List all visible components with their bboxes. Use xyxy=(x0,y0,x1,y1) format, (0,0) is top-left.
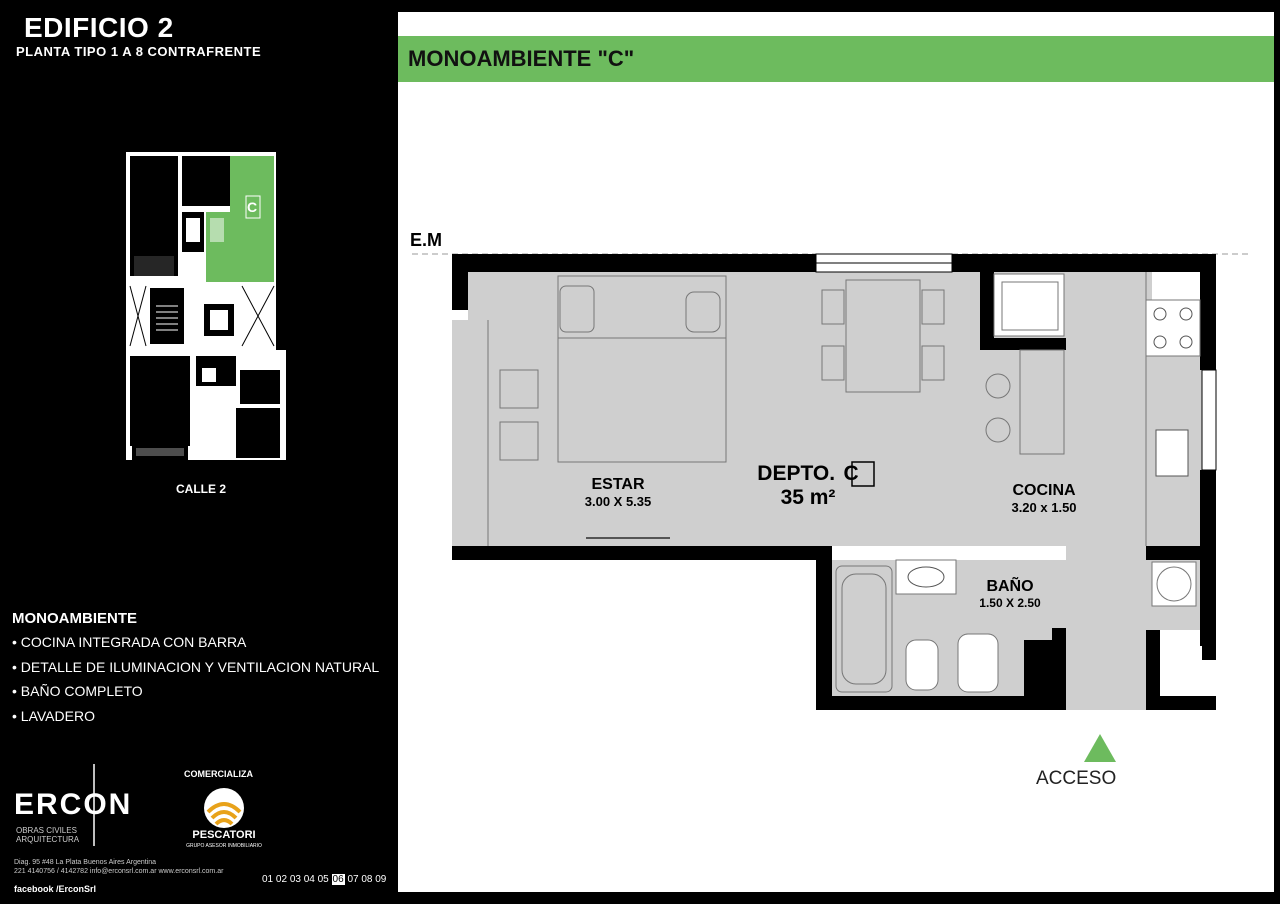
left-panel: EDIFICIO 2 PLANTA TIPO 1 A 8 CONTRAFRENT… xyxy=(6,6,396,898)
page-number[interactable]: 09 xyxy=(375,874,387,885)
room-cocina: COCINA 3.20 x 1.50 xyxy=(974,482,1114,515)
developer-subtitle: OBRAS CIVILES ARQUITECTURA xyxy=(16,826,80,844)
page-number[interactable]: 01 xyxy=(262,874,274,885)
pagination: 01 02 03 04 05 06 07 08 09 xyxy=(262,874,386,885)
feature-item: BAÑO COMPLETO xyxy=(12,683,379,708)
pescatori-name: PESCATORI xyxy=(192,829,255,841)
keyplan-unit-letter: C xyxy=(247,199,257,215)
floor-subtitle: PLANTA TIPO 1 A 8 CONTRAFRENTE xyxy=(16,44,262,59)
unit-label: DEPTO. C 35 m² xyxy=(738,462,878,510)
current-page-number[interactable]: 06 xyxy=(331,874,345,885)
em-label: E.M xyxy=(410,230,443,250)
address: Diag. 95 #48 La Plata Buenos Aires Argen… xyxy=(14,859,157,866)
comercializa-label: COMERCIALIZA xyxy=(184,769,253,779)
unit-c-highlight xyxy=(230,156,274,282)
floor-plan xyxy=(412,253,1250,762)
ercon-logo-text: ERCON xyxy=(14,788,132,821)
street-label: CALLE 2 xyxy=(176,482,227,496)
features-title: MONOAMBIENTE xyxy=(12,610,137,627)
building-title: EDIFICIO 2 xyxy=(24,12,174,43)
page-number[interactable]: 05 xyxy=(317,874,329,885)
page-number[interactable]: 04 xyxy=(303,874,315,885)
key-plan: C xyxy=(126,152,286,460)
facebook-link[interactable]: facebook /ErconSrl xyxy=(14,884,97,894)
pescatori-logo: PESCATORI GRUPO ASESOR INMOBILIARIO xyxy=(186,788,262,849)
room-dims: 3.20 x 1.50 xyxy=(1011,500,1077,515)
feature-item: COCINA INTEGRADA CON BARRA xyxy=(12,634,379,659)
contact-info: Diag. 95 #48 La Plata Buenos Aires Argen… xyxy=(14,858,264,876)
pescatori-sub: GRUPO ASESOR INMOBILIARIO xyxy=(186,843,262,849)
right-panel: MONOAMBIENTE "C" xyxy=(398,12,1274,892)
room-name: BAÑO xyxy=(986,578,1034,595)
room-estar: ESTAR 3.00 X 5.35 xyxy=(548,476,688,509)
page-number[interactable]: 02 xyxy=(275,874,288,885)
page-number[interactable]: 07 xyxy=(347,874,359,885)
access-label: ACCESO xyxy=(1036,768,1117,789)
page-number[interactable]: 08 xyxy=(361,874,373,885)
page-number[interactable]: 03 xyxy=(289,874,301,885)
phones: 221 4140756 / 4142782 info@erconsrl.com.… xyxy=(14,868,224,875)
room-dims: 1.50 X 2.50 xyxy=(979,596,1041,610)
room-bano: BAÑO 1.50 X 2.50 xyxy=(940,578,1080,610)
room-dims: 3.00 X 5.35 xyxy=(584,494,652,509)
feature-item: LAVADERO xyxy=(12,708,379,733)
unit-banner: MONOAMBIENTE "C" xyxy=(398,36,1274,82)
features-list: COCINA INTEGRADA CON BARRA DETALLE DE IL… xyxy=(12,634,379,732)
unit-label-text: DEPTO. xyxy=(757,462,836,485)
feature-item: DETALLE DE ILUMINACION Y VENTILACION NAT… xyxy=(12,659,379,684)
ercon-logo: ERCON xyxy=(14,764,132,846)
unit-letter: C xyxy=(843,462,859,485)
room-name: COCINA xyxy=(1012,482,1076,499)
room-name: ESTAR xyxy=(591,476,645,493)
access-arrow-icon xyxy=(1084,734,1116,762)
unit-banner-title: MONOAMBIENTE "C" xyxy=(408,46,635,71)
unit-area: 35 m² xyxy=(780,486,836,509)
